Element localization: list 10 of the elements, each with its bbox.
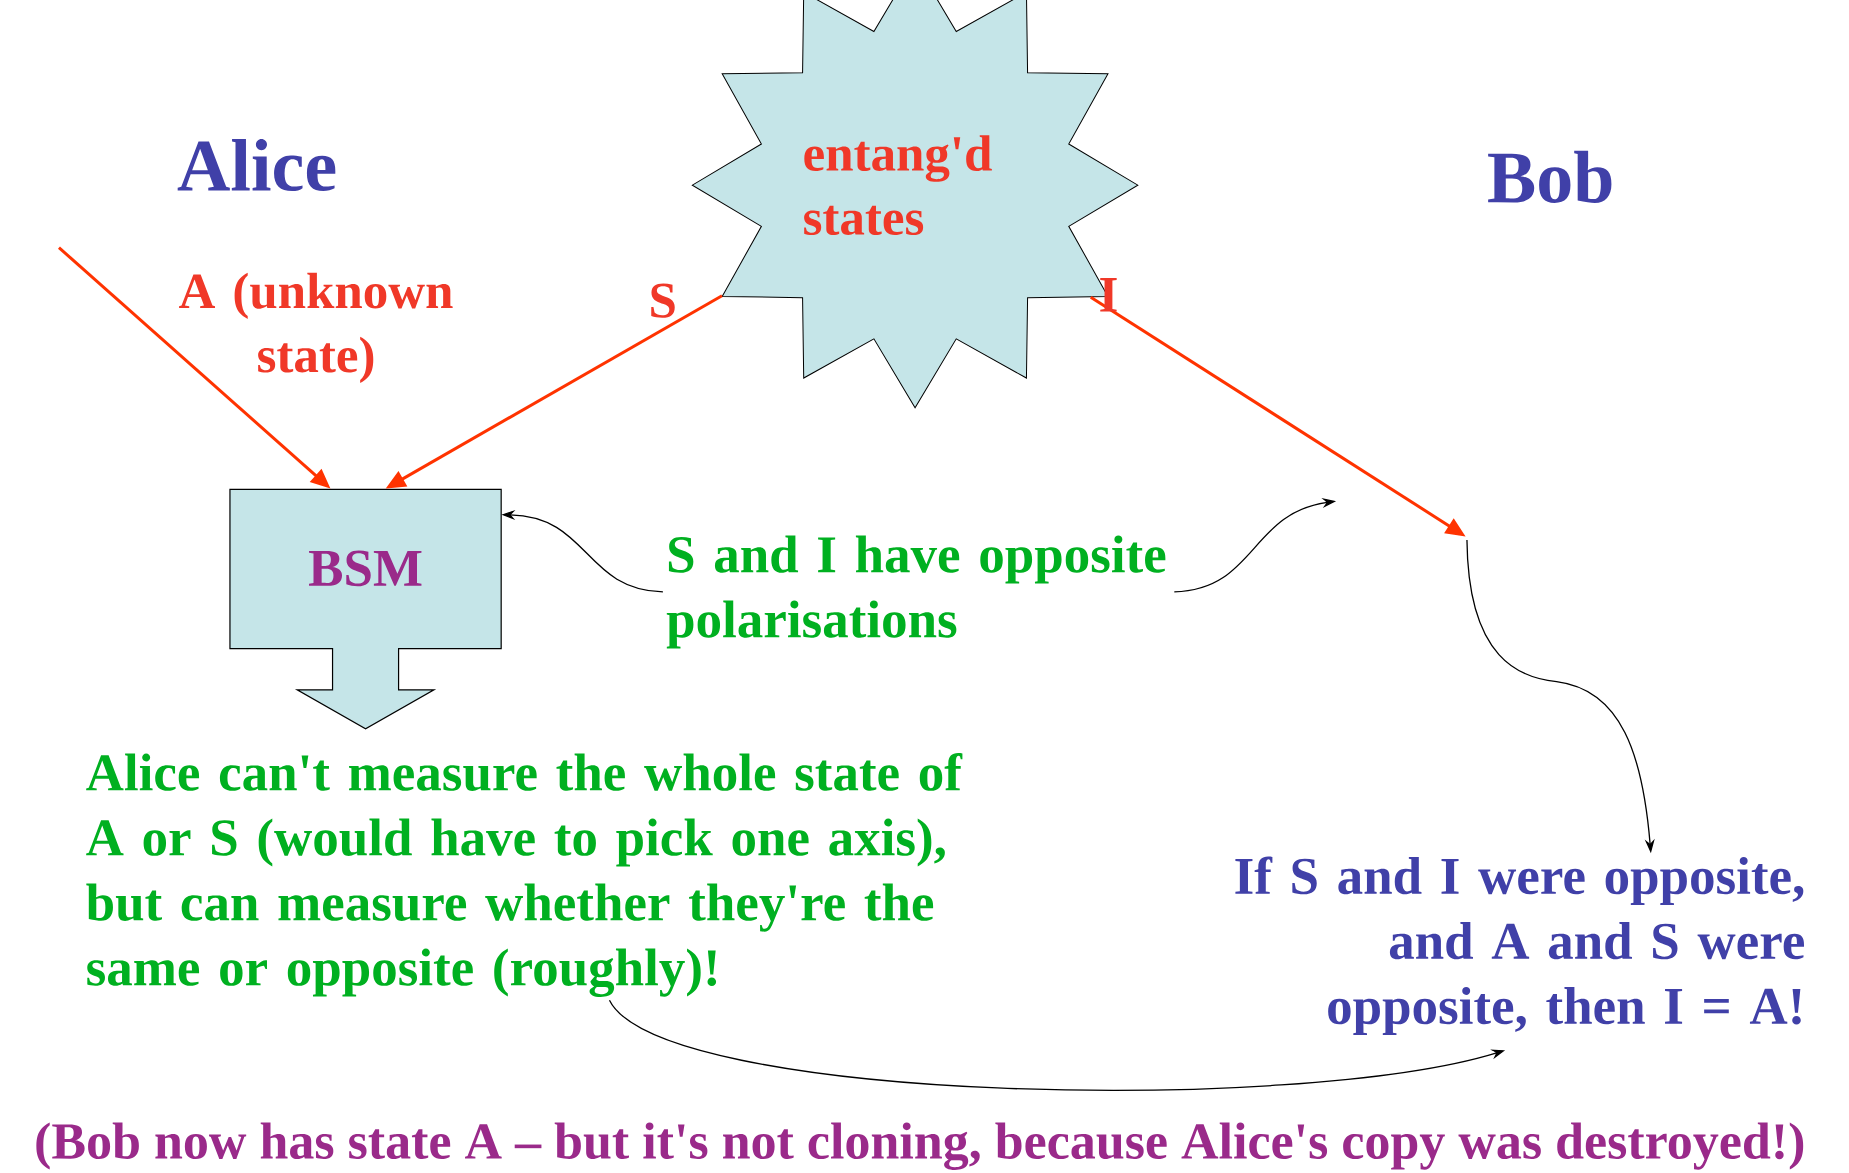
conclusion-text: If S and I were opposite, and A and S were opposite, then I = A! <box>1235 856 1804 1035</box>
edge-label: A (unknown state) <box>179 272 453 383</box>
caption: (Bob now has state A – but it's not cloning, because Alice's copy was destroyed!) <box>36 1122 1804 1170</box>
edge-label: S <box>651 283 675 318</box>
edge-label: I <box>1100 277 1117 312</box>
explanation-text: Alice can't measure the whole state of A or S (would have to pick one axis), but can measure whether they're the same or opposite (roughly)! <box>86 752 963 997</box>
name-label: Bob <box>1488 150 1612 203</box>
name-label: Alice <box>177 138 336 191</box>
process-box: BSM <box>229 488 502 730</box>
annotation-text: S and I have opposite polarisations <box>666 535 1166 649</box>
